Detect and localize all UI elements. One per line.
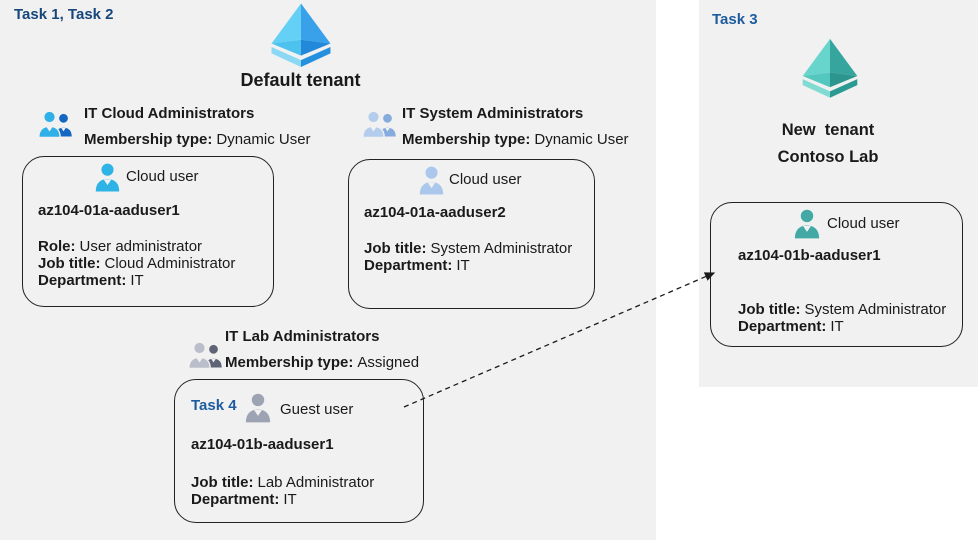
field-value: User administrator <box>79 238 203 255</box>
field-value: System Administrator <box>430 240 573 257</box>
field-department: Department:IT <box>191 491 297 508</box>
field-value: System Administrator <box>804 301 947 318</box>
field-value: Lab Administrator <box>257 474 375 491</box>
field-value: IT <box>283 491 297 508</box>
field-value: Cloud Administrator <box>104 255 236 272</box>
field-value: IT <box>456 257 470 274</box>
field-job-title: Job title:Cloud Administrator <box>38 255 235 272</box>
field-label: Job title: <box>738 301 801 318</box>
membership-label: Membership type: <box>84 131 213 148</box>
guest-user-icon <box>244 393 272 423</box>
user-name: az104-01a-aaduser2 <box>364 204 506 221</box>
membership-value: Assigned <box>357 354 420 371</box>
new-tenant-user-card: Cloud user az104-01b-aaduser1 Job title:… <box>710 202 963 347</box>
field-label: Department: <box>738 318 827 335</box>
group-name-lab-admins: IT Lab Administrators <box>225 328 380 345</box>
field-label: Department: <box>191 491 280 508</box>
user-card-aaduser1: Cloud user az104-01a-aaduser1 Role:User … <box>22 156 274 307</box>
user-name: az104-01a-aaduser1 <box>38 202 180 219</box>
group-people-icon <box>362 109 396 139</box>
membership-value: Dynamic User <box>216 131 311 148</box>
task-4-label: Task 4 <box>191 397 237 414</box>
group-people-icon <box>38 109 72 139</box>
guest-user-card: Task 4 Guest user az104-01b-aaduser1 Job… <box>174 379 424 523</box>
field-value: IT <box>830 318 844 335</box>
group-name-cloud-admins: IT Cloud Administrators <box>84 105 255 122</box>
task-1-2-label: Task 1, Task 2 <box>14 6 114 23</box>
group-name-system-admins: IT System Administrators <box>402 105 584 122</box>
membership-label: Membership type: <box>402 131 531 148</box>
membership-line: Membership type:Assigned <box>225 354 419 371</box>
field-role: Role:User administrator <box>38 238 202 255</box>
membership-label: Membership type: <box>225 354 354 371</box>
group-people-icon <box>188 340 222 370</box>
field-value: IT <box>130 272 144 289</box>
task-3-label: Task 3 <box>712 11 758 28</box>
field-job-title: Job title:System Administrator <box>738 301 946 318</box>
field-label: Department: <box>38 272 127 289</box>
cloud-user-icon <box>793 209 821 239</box>
user-name: az104-01b-aaduser1 <box>191 436 334 453</box>
user-type-label: Cloud user <box>126 168 199 185</box>
user-type-label: Cloud user <box>827 215 900 232</box>
new-tenant-title: New tenant <box>781 121 875 139</box>
default-tenant-title: Default tenant <box>240 70 361 90</box>
user-name: az104-01b-aaduser1 <box>738 247 881 264</box>
field-job-title: Job title:Lab Administrator <box>191 474 374 491</box>
cloud-user-icon <box>94 163 121 192</box>
default-tenant-panel <box>0 0 656 540</box>
field-label: Role: <box>38 238 76 255</box>
field-label: Job title: <box>38 255 101 272</box>
membership-line: Membership type:Dynamic User <box>402 131 629 148</box>
field-label: Department: <box>364 257 453 274</box>
membership-value: Dynamic User <box>534 131 629 148</box>
membership-line: Membership type:Dynamic User <box>84 131 311 148</box>
field-department: Department:IT <box>364 257 470 274</box>
new-tenant-icon <box>795 36 865 102</box>
field-label: Job title: <box>364 240 427 257</box>
field-department: Department:IT <box>38 272 144 289</box>
azure-ad-tenant-icon <box>262 2 340 70</box>
user-type-label: Guest user <box>280 401 354 418</box>
user-card-aaduser2: Cloud user az104-01a-aaduser2 Job title:… <box>348 159 595 309</box>
contoso-lab-title: Contoso Lab <box>777 148 879 166</box>
field-department: Department:IT <box>738 318 844 335</box>
field-label: Job title: <box>191 474 254 491</box>
cloud-user-icon <box>418 166 445 195</box>
user-type-label: Cloud user <box>449 171 522 188</box>
field-job-title: Job title:System Administrator <box>364 240 572 257</box>
